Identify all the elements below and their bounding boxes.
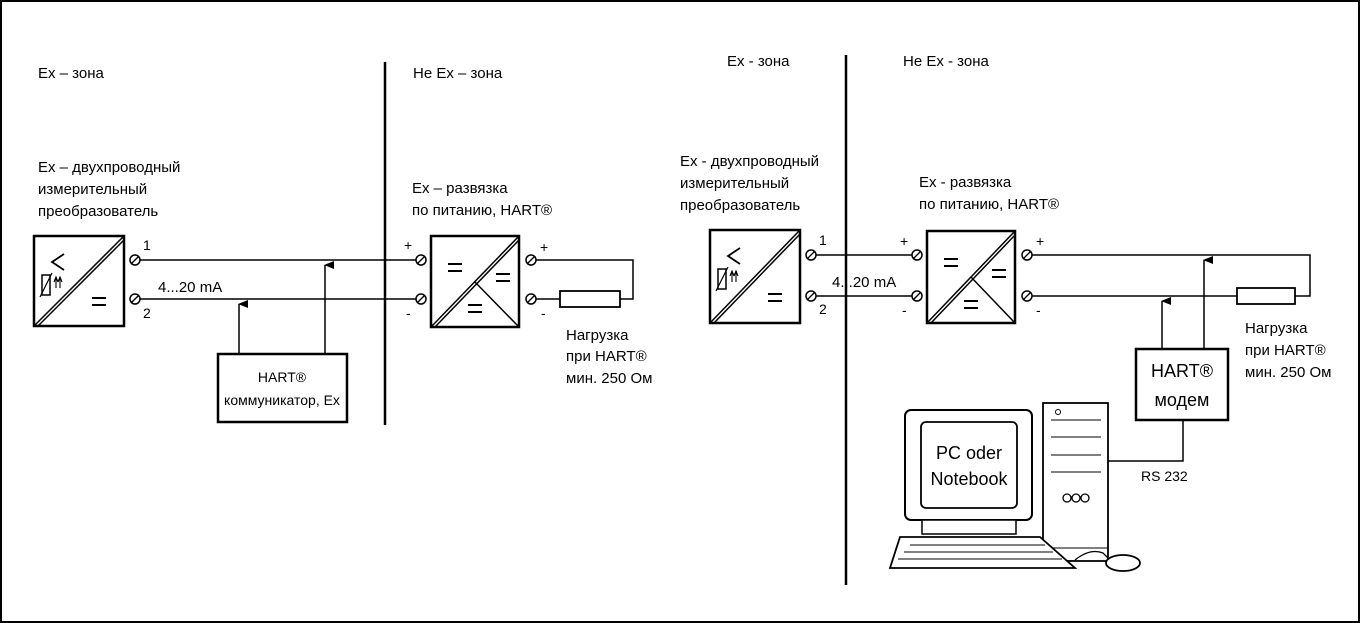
left-transmitter-label-1: Ex – двухпроводный — [38, 159, 180, 176]
left-load-resistor — [559, 290, 621, 308]
pc-mouse — [1074, 550, 1111, 561]
left-communicator-label-1: HART® — [258, 369, 307, 385]
left-current-label: 4...20 mA — [158, 279, 222, 296]
right-load-resistor — [1236, 287, 1296, 305]
right-isolator-label-2: по питанию, HART® — [919, 196, 1059, 213]
right-isolator-minus-out: - — [1036, 302, 1041, 318]
left-load-label-3: мин. 250 Ом — [566, 370, 652, 387]
left-terminal-2-label: 2 — [143, 305, 151, 321]
right-rs232-label: RS 232 — [1141, 468, 1188, 484]
sensor-icon — [726, 247, 741, 265]
right-transmitter-block — [708, 228, 802, 325]
right-load-label-3: мин. 250 Ом — [1245, 364, 1331, 381]
right-terminal-1-label: 1 — [819, 232, 827, 248]
left-load-label-1: Нагрузка — [566, 327, 629, 344]
left-isolator-label-1: Ex – развязка — [412, 180, 508, 197]
pc-computer-icon: PC oder Notebook — [888, 402, 1141, 572]
right-isolator-block — [925, 229, 1017, 325]
sensor-icon — [50, 253, 65, 271]
right-isolator-plus-out: + — [1036, 233, 1044, 249]
resistor-icon — [717, 268, 727, 290]
left-transmitter-label-3: преобразователь — [38, 203, 158, 220]
right-load-loop — [1032, 254, 1311, 297]
right-isolator-label-1: Ex - развязка — [919, 174, 1012, 191]
left-transmitter-label-2: измерительный — [38, 181, 147, 198]
right-load-label-1: Нагрузка — [1245, 320, 1308, 337]
right-current-label: 4...20 mA — [832, 274, 896, 291]
right-isolator-minus-in: - — [902, 302, 907, 318]
left-communicator-box — [216, 352, 349, 424]
left-isolator-minus-in: - — [406, 305, 411, 321]
right-modem-box — [1134, 347, 1230, 422]
left-isolator-minus-out: - — [541, 305, 546, 321]
left-isolator-plus-out: + — [540, 239, 548, 255]
right-rs232-cable — [1108, 420, 1184, 462]
pc-screen — [920, 421, 1018, 509]
left-non-ex-zone-label: Не Ex – зона — [413, 65, 503, 82]
right-diagram: Ex - зона Не Ex - зона Ex - двухпроводны… — [680, 53, 1331, 585]
right-load-label-2: при HART® — [1245, 342, 1326, 359]
pc-screen-label-2: Notebook — [930, 469, 1008, 489]
left-isolator-plus-in: + — [404, 237, 412, 253]
right-transmitter-label-2: измерительный — [680, 175, 789, 192]
left-isolator-block — [429, 234, 521, 329]
left-terminal-1-label: 1 — [143, 237, 151, 253]
right-ex-zone-label: Ex - зона — [727, 53, 790, 70]
left-ex-zone-label: Ex – зона — [38, 65, 105, 82]
right-modem-label-2: модем — [1155, 390, 1210, 410]
pc-buttons — [1062, 493, 1072, 503]
left-diagram: Ex – зона Не Ex – зона Ex – двухпроводны… — [32, 62, 652, 425]
left-transmitter-block — [32, 234, 126, 328]
right-non-ex-zone-label: Не Ex - зона — [903, 53, 990, 70]
right-transmitter-label-1: Ex - двухпроводный — [680, 153, 819, 170]
right-transmitter-label-3: преобразователь — [680, 197, 800, 214]
resistor-icon — [41, 274, 51, 296]
pc-tower — [1042, 402, 1109, 562]
right-terminal-2-label: 2 — [819, 301, 827, 317]
left-communicator-label-2: коммуникатор, Ex — [224, 392, 340, 408]
left-load-loop — [536, 259, 634, 300]
pc-screen-label-1: PC oder — [936, 443, 1002, 463]
right-modem-label-1: HART® — [1151, 361, 1213, 381]
right-isolator-plus-in: + — [900, 233, 908, 249]
left-load-label-2: при HART® — [566, 348, 647, 365]
left-isolator-label-2: по питанию, HART® — [412, 202, 552, 219]
